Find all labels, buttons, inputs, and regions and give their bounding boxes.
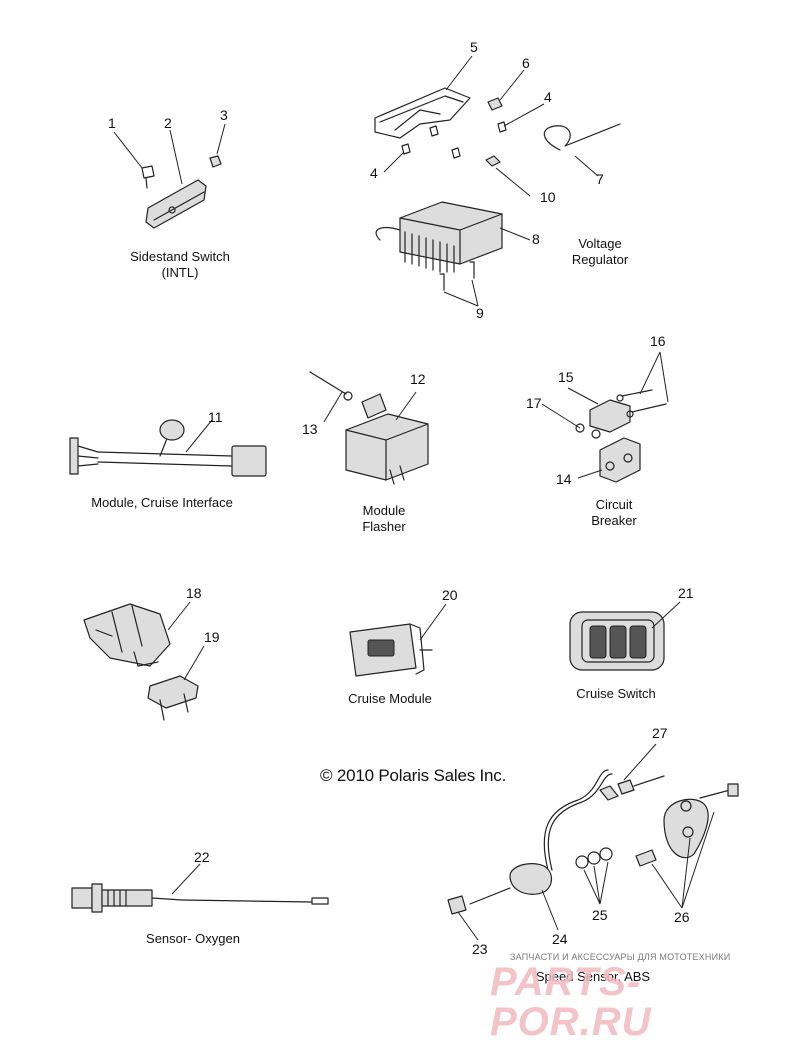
caption-breaker-line1: Circuit	[595, 497, 633, 512]
callout-24: 24	[552, 931, 568, 947]
callout-20: 20	[442, 587, 458, 603]
callout-18: 18	[186, 585, 202, 601]
callout-4-right: 4	[544, 89, 552, 105]
cruise-interface-drawing	[69, 419, 267, 477]
callout-5: 5	[470, 39, 478, 55]
caption-cruise-interface: Module, Cruise Interface	[91, 495, 233, 510]
callout-12: 12	[410, 371, 426, 387]
oxygen-sensor-drawing	[71, 863, 329, 913]
caption-speed-sensor: Speed Sensor, ABS	[535, 969, 651, 984]
callout-7: 7	[596, 171, 604, 187]
caption-sidestand-line1: Sidestand Switch	[130, 249, 230, 264]
speed-sensor-drawing	[447, 743, 739, 941]
caption-sidestand-switch: Sidestand Switch (INTL)	[110, 249, 250, 281]
callout-23: 23	[472, 941, 488, 957]
callout-16: 16	[650, 333, 666, 349]
caption-voltage-line2: Regulator	[571, 252, 629, 267]
callout-15: 15	[558, 369, 574, 385]
callout-4-left: 4	[370, 165, 378, 181]
callout-25: 25	[592, 907, 608, 923]
callout-13: 13	[302, 421, 318, 437]
connector-and-fuse-drawing	[83, 601, 205, 721]
callout-19: 19	[204, 629, 220, 645]
callout-27: 27	[652, 725, 668, 741]
caption-oxygen-sensor: Sensor- Oxygen	[146, 931, 240, 946]
caption-cruise-module: Cruise Module	[348, 691, 432, 706]
caption-circuit-breaker: Circuit Breaker	[574, 497, 654, 529]
callout-21: 21	[678, 585, 694, 601]
sidestand-switch-drawing	[113, 123, 226, 229]
callout-9: 9	[476, 305, 484, 321]
caption-flasher-line1: Module	[362, 503, 406, 518]
callout-2: 2	[164, 115, 172, 131]
callout-14: 14	[556, 471, 572, 487]
caption-sidestand-line2: (INTL)	[161, 265, 199, 280]
caption-voltage-line1: Voltage	[578, 236, 622, 251]
watermark-logo: PARTS-POR.RU	[490, 960, 652, 1043]
callout-10: 10	[540, 189, 556, 205]
watermark-tagline: ЗАПЧАСТИ И АКСЕССУАРЫ ДЛЯ МОТОТЕХНИКИ	[510, 952, 731, 962]
circuit-breaker-drawing	[541, 351, 669, 483]
caption-flasher-line2: Flasher	[362, 519, 406, 534]
caption-breaker-line2: Breaker	[591, 513, 637, 528]
callout-1: 1	[108, 115, 116, 131]
caption-cruise-switch: Cruise Switch	[576, 686, 656, 701]
caption-flasher-module: Module Flasher	[344, 503, 424, 535]
callout-3: 3	[220, 107, 228, 123]
voltage-regulator-drawing	[374, 55, 621, 307]
caption-voltage-regulator: Voltage Regulator	[555, 236, 645, 268]
flasher-module-drawing	[309, 371, 429, 485]
callout-17: 17	[526, 395, 542, 411]
callout-26: 26	[674, 909, 690, 925]
cruise-module-drawing	[349, 603, 447, 677]
callout-11: 11	[208, 409, 223, 425]
callout-6: 6	[522, 55, 530, 71]
callout-8: 8	[532, 231, 540, 247]
callout-22: 22	[194, 849, 210, 865]
cruise-switch-drawing	[569, 601, 681, 671]
copyright-notice: © 2010 Polaris Sales Inc.	[320, 766, 507, 785]
